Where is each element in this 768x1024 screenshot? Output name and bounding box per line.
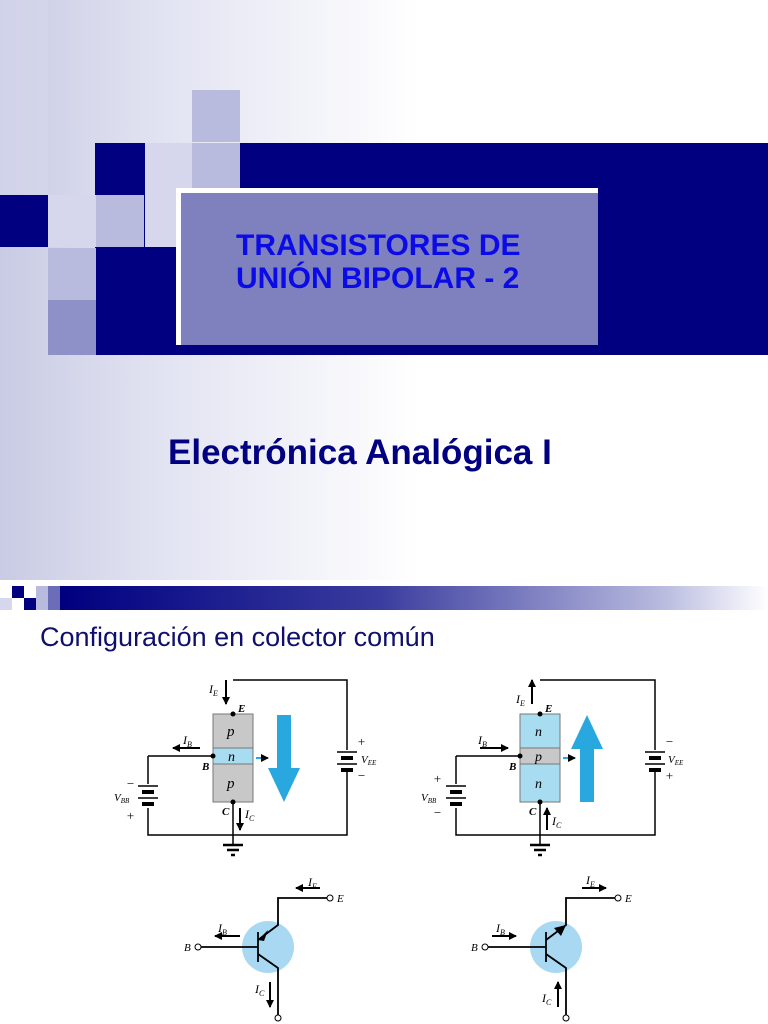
decorative-square	[48, 300, 96, 355]
pnp-battery-vee: + − VEE	[337, 734, 377, 783]
decorative-square	[0, 0, 48, 195]
svg-text:IE: IE	[307, 875, 317, 891]
pnp-layer-p-bottom	[212, 763, 254, 803]
svg-text:+: +	[357, 734, 366, 749]
decorative-square	[0, 598, 12, 610]
npn-current-ic: IC	[551, 814, 562, 830]
pnp-terminal-b: B	[201, 761, 209, 773]
decorative-square	[145, 143, 193, 195]
svg-text:−: −	[357, 768, 366, 783]
decorative-square	[48, 195, 96, 247]
npn-battery-vee: − + VEE	[645, 734, 684, 783]
section-heading: Configuración en colector común	[40, 622, 435, 652]
pnp-layer-label: n	[228, 750, 235, 765]
pnp-layer-label: p	[226, 724, 235, 740]
npn-flow-arrow-icon	[571, 715, 603, 802]
title-box	[176, 188, 598, 345]
decorative-square	[192, 143, 240, 188]
npn-battery-vbb: + − VBB	[421, 771, 466, 820]
decorative-square	[24, 598, 36, 610]
pnp-battery-vbb: − + VBB	[114, 776, 158, 823]
npn-terminal-e: E	[544, 703, 552, 715]
pnp-current-ic: IC	[244, 807, 255, 823]
svg-text:VEE: VEE	[361, 754, 377, 767]
svg-text:−: −	[665, 734, 674, 749]
pnp-flow-arrow-icon	[268, 715, 300, 802]
svg-text:IC: IC	[254, 982, 265, 998]
npn-ground-icon	[530, 843, 550, 857]
svg-text:+: +	[126, 808, 135, 823]
svg-text:B: B	[471, 942, 478, 954]
slide-title: TRANSISTORES DE UNIÓN BIPOLAR - 2	[236, 229, 566, 295]
npn-layer-label: n	[535, 777, 542, 792]
decorative-square	[145, 195, 176, 247]
decorative-square	[48, 586, 60, 610]
svg-text:−: −	[126, 776, 135, 791]
pnp-current-ie: IE	[208, 682, 218, 698]
decorative-square	[192, 90, 240, 142]
pnp-circuit: p n p E B C IE IB IC + − VEE − + VBB	[114, 679, 377, 857]
left-accent-block	[0, 195, 48, 247]
title-line-2: UNIÓN BIPOLAR - 2	[236, 262, 520, 295]
decorative-square	[48, 248, 96, 300]
npn-terminal-b: B	[508, 761, 516, 773]
pnp-terminal-c: C	[222, 806, 230, 818]
decorative-square	[96, 195, 144, 247]
npn-symbol: IE IB IC E B	[471, 873, 632, 1022]
svg-text:IB: IB	[217, 921, 227, 937]
pnp-current-ib: IB	[182, 733, 192, 749]
header-divider	[60, 586, 768, 610]
npn-layer-n-top	[519, 713, 561, 749]
svg-text:VBB: VBB	[421, 792, 437, 805]
svg-text:VEE: VEE	[668, 754, 684, 767]
svg-text:IB: IB	[495, 921, 505, 937]
npn-circuit: n p n E B C IE IB IC − + VEE + − VBB	[421, 679, 684, 857]
circuit-diagrams: p n p E B C IE IB IC + − VEE − + VBB	[114, 679, 684, 1022]
svg-text:E: E	[624, 893, 632, 905]
npn-current-ie: IE	[515, 692, 525, 708]
pnp-ground-icon	[223, 843, 243, 857]
pnp-symbol: IE IB IC E B	[184, 875, 344, 1022]
decorative-square	[36, 598, 48, 610]
pnp-layer-label: p	[226, 776, 235, 792]
npn-layer-n-bottom	[519, 763, 561, 803]
slide-subtitle: Electrónica Analógica I	[168, 433, 552, 472]
svg-text:IC: IC	[541, 991, 552, 1007]
npn-layer-label: n	[535, 725, 542, 740]
svg-text:+: +	[665, 768, 674, 783]
npn-terminal-c: C	[529, 806, 537, 818]
pnp-terminal-e: E	[237, 703, 245, 715]
svg-text:−: −	[433, 805, 442, 820]
svg-text:VBB: VBB	[114, 792, 130, 805]
svg-text:IE: IE	[585, 873, 595, 889]
decorative-square	[12, 586, 24, 598]
title-line-1: TRANSISTORES DE	[236, 229, 521, 262]
svg-text:E: E	[336, 893, 344, 905]
svg-text:+: +	[433, 771, 442, 786]
npn-current-ib: IB	[477, 733, 487, 749]
npn-layer-label: p	[534, 750, 542, 765]
svg-text:B: B	[184, 942, 191, 954]
decorative-square	[36, 586, 48, 598]
